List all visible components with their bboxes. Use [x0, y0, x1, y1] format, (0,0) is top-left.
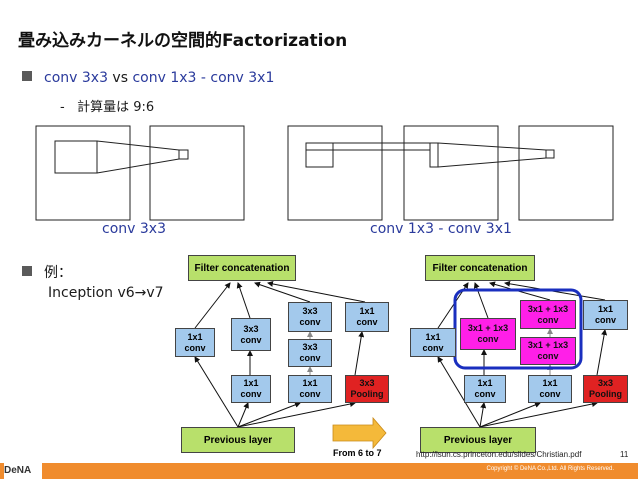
kernel-input-square — [35, 125, 131, 221]
sub-bullet-dash: - — [60, 100, 65, 115]
slide-title: 畳み込みカーネルの空間的Factorization — [18, 31, 348, 51]
bullet-part1: conv 3x3 — [44, 70, 108, 86]
bullet-square-icon — [22, 266, 32, 276]
left-previous-layer: Previous layer — [181, 427, 295, 453]
bullet-example: 例： Inception v6→v7 — [22, 263, 164, 303]
kernel-right-output-pixel — [545, 149, 555, 159]
right-previous-layer: Previous layer — [420, 427, 536, 453]
kernel-right-mid-square — [403, 125, 499, 221]
example-inception: Inception v6→v7 — [48, 285, 164, 301]
example-label: 例： — [44, 265, 72, 281]
copyright: Copyright © DeNA Co.,Ltd. All Rights Res… — [486, 466, 614, 472]
kernel-3x1-window — [429, 142, 439, 168]
bullet-part2: conv 1x3 - conv 3x1 — [132, 70, 275, 86]
kernel-output-pixel — [178, 149, 189, 160]
kernel-output-square — [149, 125, 245, 221]
page-number: 11 — [620, 450, 629, 459]
dena-logo: DeNA — [4, 463, 42, 479]
right-filter-concat: Filter concatenation — [425, 255, 535, 281]
caption-conv1x3-3x1: conv 1x3 - conv 3x1 — [370, 221, 512, 237]
transition-label: From 6 to 7 — [333, 448, 382, 458]
left-filter-concat: Filter concatenation — [188, 255, 296, 281]
sub-bullet-cost: - 計算量は 9:6 — [60, 96, 154, 115]
bullet-conv-comparison: conv 3x3 vs conv 1x3 - conv 3x1 — [22, 70, 274, 86]
source-url: http://lsun.cs.princeton.edu/slides/Chri… — [416, 450, 582, 459]
kernel-right-output-square — [518, 125, 614, 221]
transition-arrow — [332, 416, 387, 450]
kernel-right-input-square — [287, 125, 383, 221]
kernel-1x3-window — [305, 142, 334, 168]
kernel-3x3-window — [54, 140, 98, 174]
footer: DeNA Copyright © DeNA Co.,Ltd. All Right… — [0, 461, 638, 479]
kernel-projection-lines — [96, 140, 180, 151]
sub-bullet-text: 計算量は 9:6 — [77, 100, 155, 115]
footer-bar — [0, 463, 638, 479]
caption-conv3x3: conv 3x3 — [102, 221, 166, 237]
bullet-vs: vs — [107, 70, 133, 86]
bullet-square-icon — [22, 71, 32, 81]
